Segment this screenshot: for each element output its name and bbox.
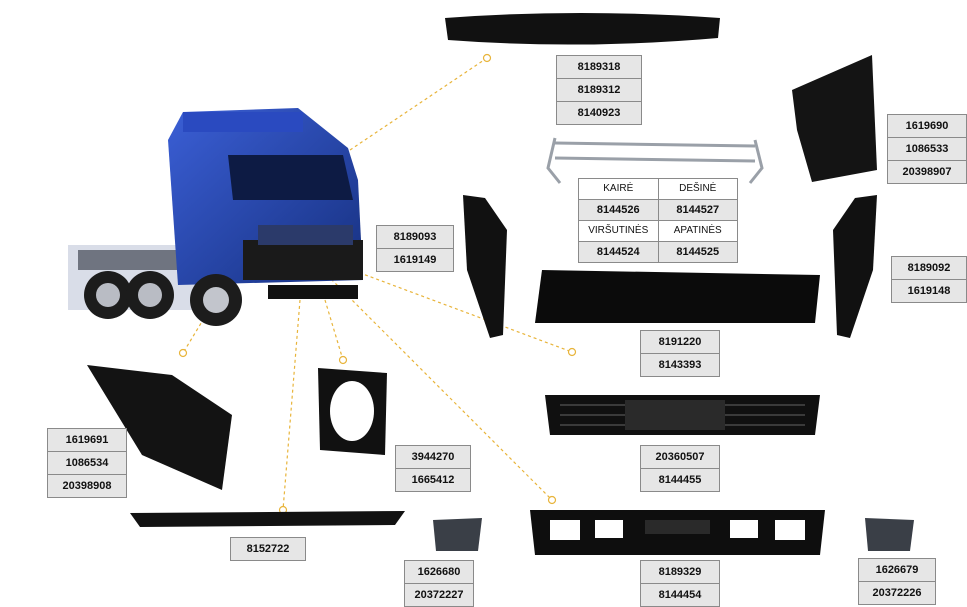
corner-panel-left-image [463, 195, 507, 338]
part-number: 1619690 [888, 115, 966, 138]
visor-bracket-table: KAIRĖ DEŠINĖ 8144526 8144527 VIRŠUTINĖS … [578, 178, 738, 263]
part-number: 8189312 [557, 79, 641, 102]
front-grille-image [545, 395, 820, 435]
header-lower: APATINĖS [657, 221, 737, 241]
part-number: 8144455 [641, 469, 719, 491]
corner-panel-right-image [833, 195, 877, 338]
part-number: 8144524 [579, 242, 658, 262]
part-number: 1619691 [48, 429, 126, 452]
step-right-image [865, 518, 914, 551]
part-numbers-step-right: 1626679 20372226 [858, 558, 936, 605]
part-number: 3944270 [396, 446, 470, 469]
leader-line-spoiler [282, 299, 301, 511]
header-right: DEŠINĖ [657, 179, 737, 199]
part-numbers-rear-panel-right: 1619690 1086533 20398907 [887, 114, 967, 184]
windshield-visor-image [445, 13, 720, 45]
part-number: 8140923 [557, 102, 641, 124]
part-number: 20372227 [405, 584, 473, 606]
step-left-image [433, 518, 482, 551]
part-number: 8189318 [557, 56, 641, 79]
part-numbers-front-spoiler: 8152722 [230, 537, 306, 561]
part-number: 1619148 [892, 280, 966, 302]
part-number: 8144525 [657, 242, 737, 262]
part-number: 20360507 [641, 446, 719, 469]
part-number: 8144454 [641, 584, 719, 606]
part-number: 1619149 [377, 249, 453, 271]
part-number: 8144526 [579, 200, 658, 220]
part-numbers-rear-panel-left: 1619691 1086534 20398908 [47, 428, 127, 498]
part-number: 8144527 [657, 200, 737, 220]
part-numbers-corner-panel-right: 8189092 1619148 [891, 256, 967, 303]
part-numbers-corner-panel-left: 8189093 1619149 [376, 225, 454, 272]
part-number: 1626680 [405, 561, 473, 584]
part-number: 1665412 [396, 469, 470, 491]
rear-panel-right-image [792, 55, 877, 182]
rear-panel-left-image [87, 365, 232, 490]
part-number: 20398907 [888, 161, 966, 183]
part-numbers-upper-grille: 8191220 8143393 [640, 330, 720, 377]
header-left: KAIRĖ [579, 179, 658, 199]
part-number: 8189092 [892, 257, 966, 280]
part-numbers-front-grille: 20360507 8144455 [640, 445, 720, 492]
leader-line-rear-panel [182, 271, 233, 354]
header-upper: VIRŠUTINĖS [579, 221, 658, 241]
part-number: 8189093 [377, 226, 453, 249]
headlamp-frame-image [318, 368, 387, 455]
part-number: 8191220 [641, 331, 719, 354]
part-number: 20372226 [859, 582, 935, 604]
part-numbers-windshield-visor: 8189318 8189312 8140923 [556, 55, 642, 125]
leader-line-frame [324, 299, 344, 361]
truck-image [68, 108, 363, 326]
part-numbers-headlamp-frame: 3944270 1665412 [395, 445, 471, 492]
part-number: 1086533 [888, 138, 966, 161]
visor-bracket-image [546, 137, 764, 184]
part-numbers-step-left: 1626680 20372227 [404, 560, 474, 607]
bumper-image [530, 510, 825, 555]
part-number: 8152722 [231, 538, 305, 560]
upper-grille-image [535, 270, 820, 323]
part-number: 8189329 [641, 561, 719, 584]
front-spoiler-image [130, 511, 405, 527]
part-number: 1626679 [859, 559, 935, 582]
part-numbers-bumper: 8189329 8144454 [640, 560, 720, 607]
part-number: 20398908 [48, 475, 126, 497]
part-number: 8143393 [641, 354, 719, 376]
part-number: 1086534 [48, 452, 126, 475]
